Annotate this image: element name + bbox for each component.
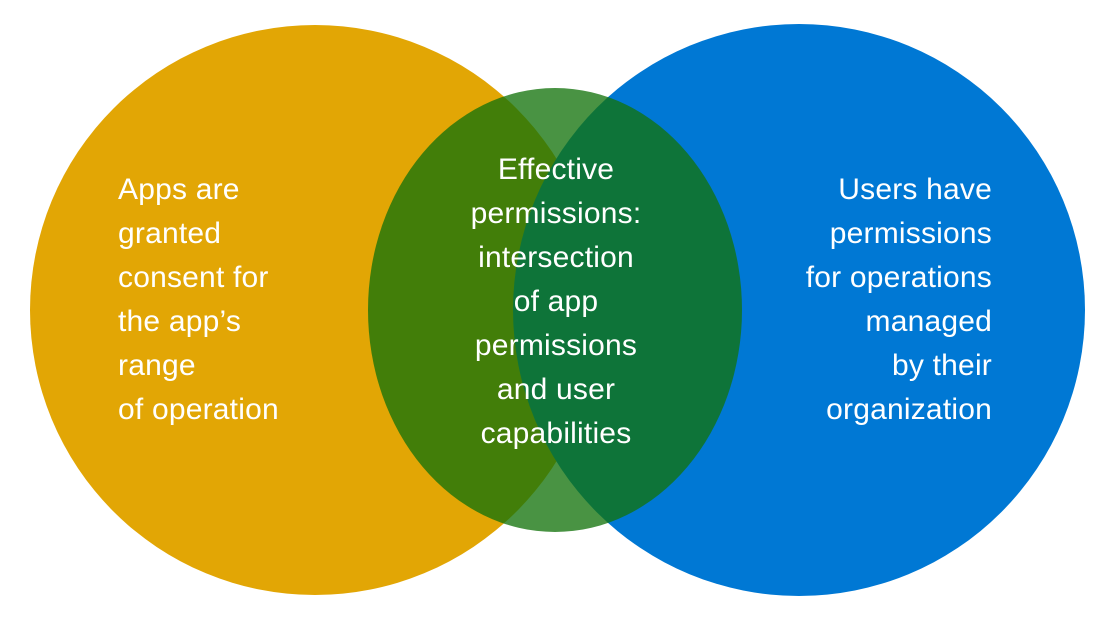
intersection-label-line: capabilities	[480, 417, 632, 450]
users-label-line: managed	[865, 305, 992, 338]
apps-label-line: range	[118, 349, 196, 382]
intersection-label-line: permissions	[474, 329, 638, 362]
users-circle-label: Users have permissions for operations ma…	[806, 168, 992, 432]
apps-label-line: granted	[118, 217, 222, 250]
intersection-label-line: of app	[513, 285, 599, 318]
intersection-ellipse	[368, 88, 742, 532]
apps-label-line: of operation	[118, 393, 279, 426]
users-label-line: Users have	[838, 173, 992, 206]
apps-label-line: Apps are	[118, 173, 240, 206]
users-label-line: organization	[826, 393, 992, 426]
users-label-line: by their	[892, 349, 992, 382]
intersection-label-line: permissions:	[470, 197, 642, 230]
apps-label-line: the app’s	[118, 305, 242, 338]
apps-label-line: consent for	[118, 261, 269, 294]
apps-circle-label: Apps are granted consent for the app’s r…	[118, 168, 279, 432]
intersection-label-line: Effective	[497, 153, 615, 186]
intersection-label-line: intersection	[478, 241, 634, 274]
intersection-label: Effective permissions: intersection of a…	[395, 148, 717, 456]
users-label-line: permissions	[829, 217, 992, 250]
intersection-label-line: and user	[496, 373, 616, 406]
users-label-line: for operations	[805, 261, 992, 294]
